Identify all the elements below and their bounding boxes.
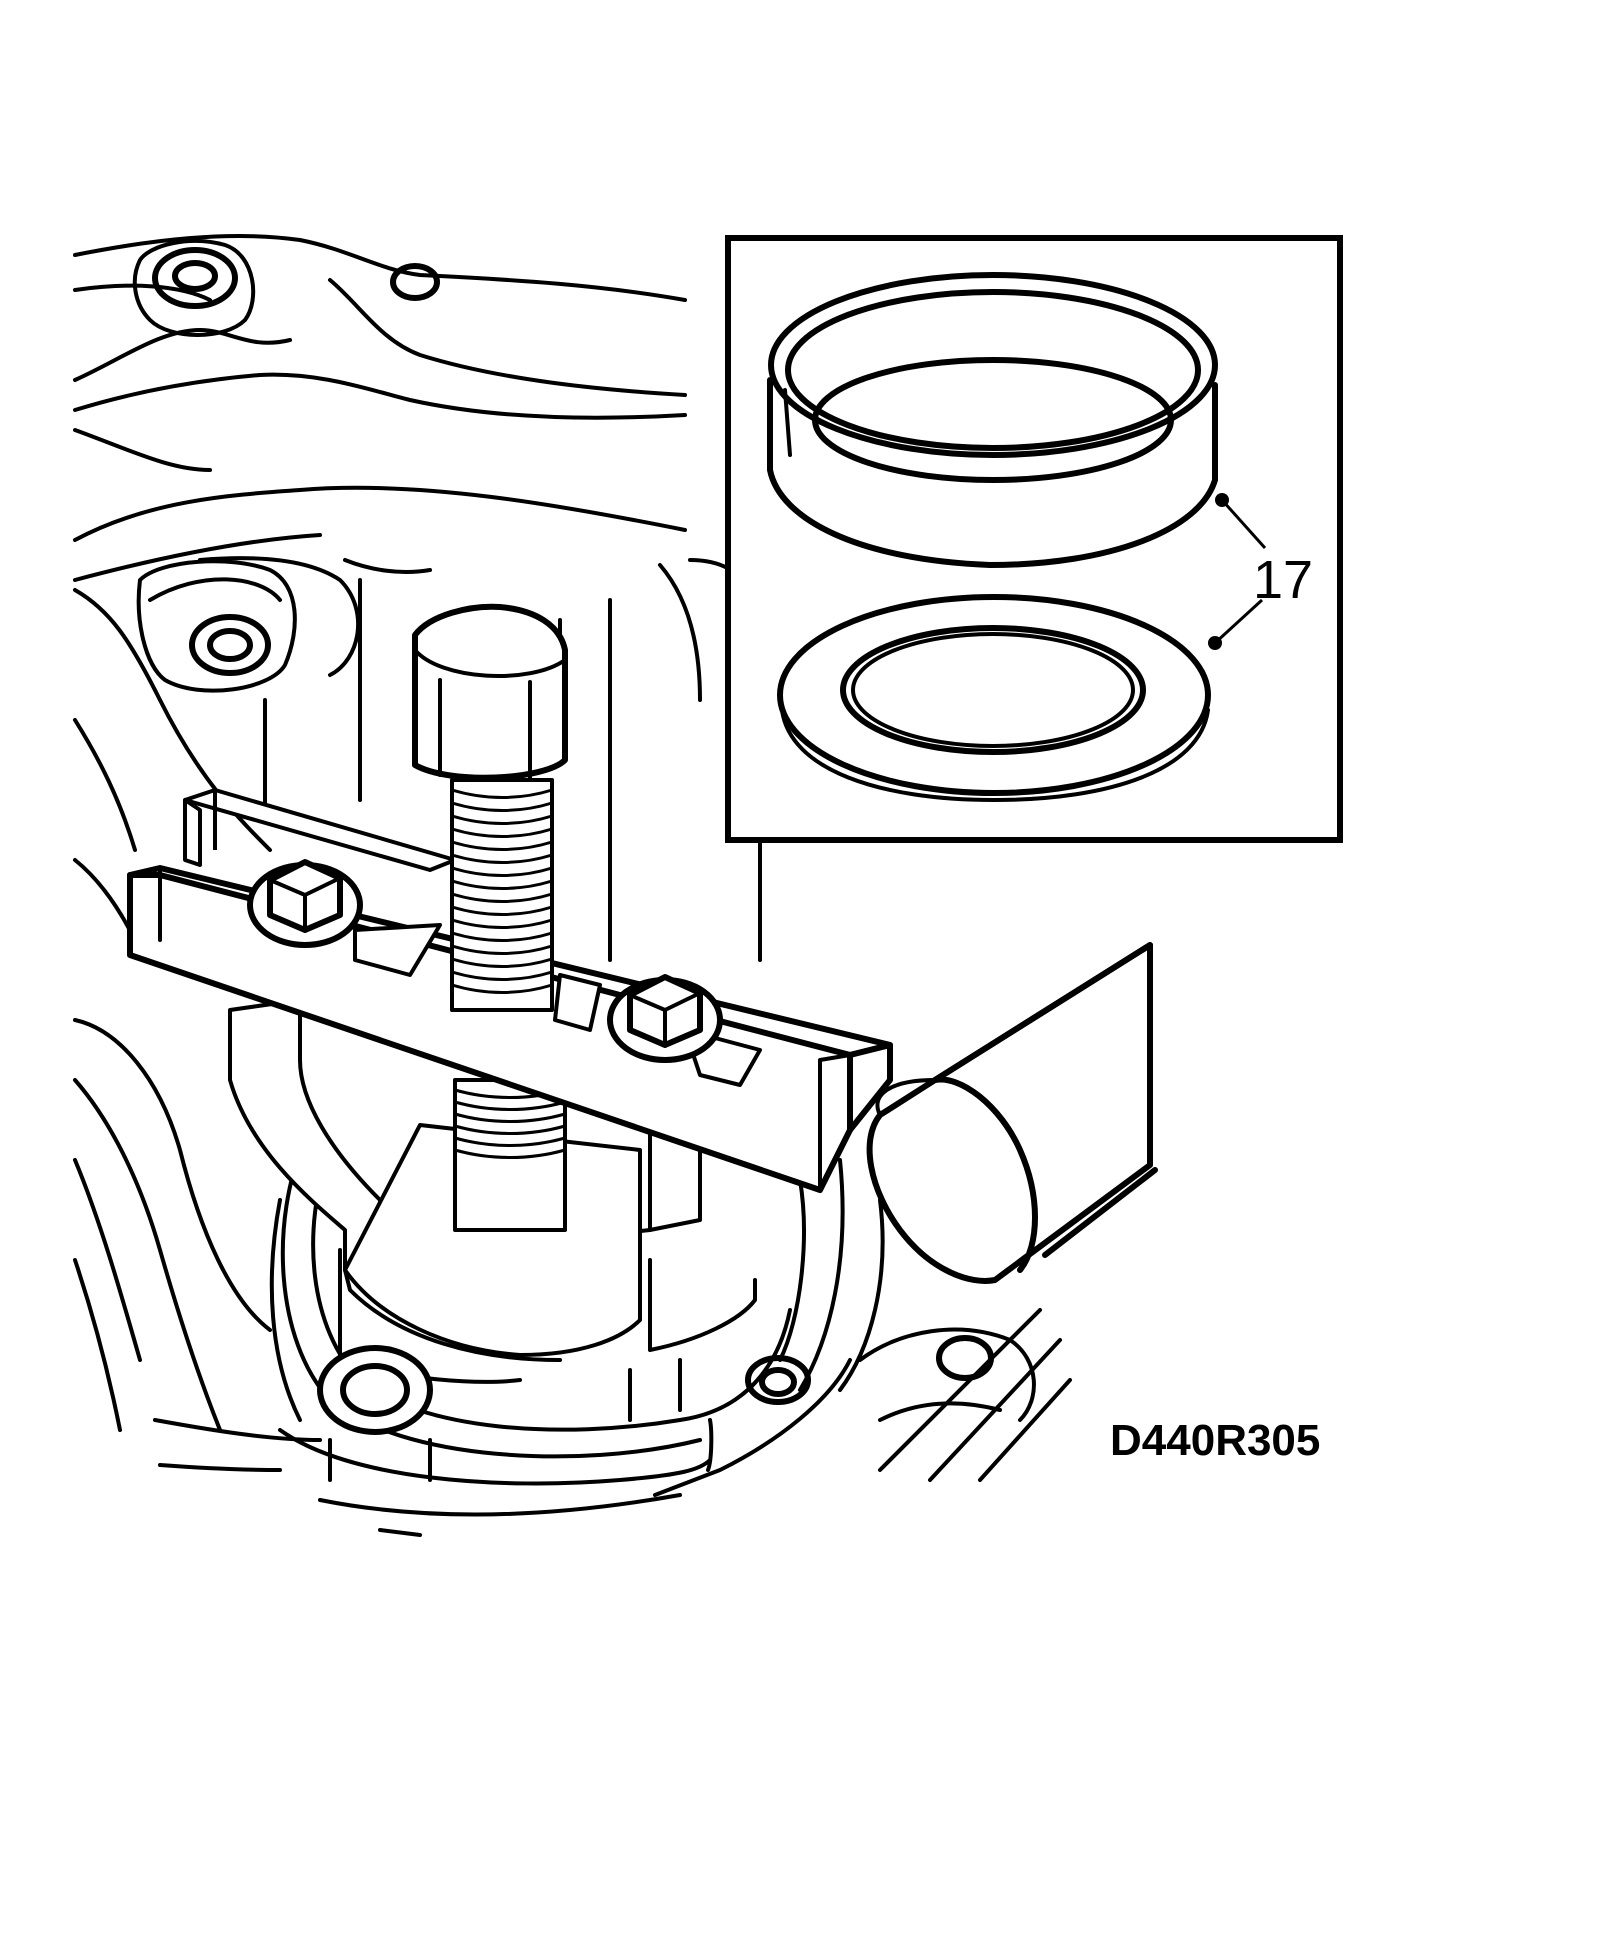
bolt-left — [247, 859, 363, 948]
bearing-bore — [269, 1138, 1072, 1537]
callout-label-17: 17 — [1253, 550, 1313, 610]
bolt-right — [607, 974, 723, 1063]
gearbox-housing — [73, 234, 762, 1472]
bearing-outer-race — [767, 272, 1218, 568]
shim-ring — [777, 594, 1211, 802]
inset-detail-panel: 17 — [725, 235, 1343, 843]
puller-tool — [127, 603, 893, 1362]
spindle-hex-head — [412, 603, 568, 781]
drift-tool — [866, 942, 1158, 1284]
drawing-code: D440R305 — [1110, 1416, 1320, 1465]
callout-leader-17 — [1208, 493, 1267, 650]
